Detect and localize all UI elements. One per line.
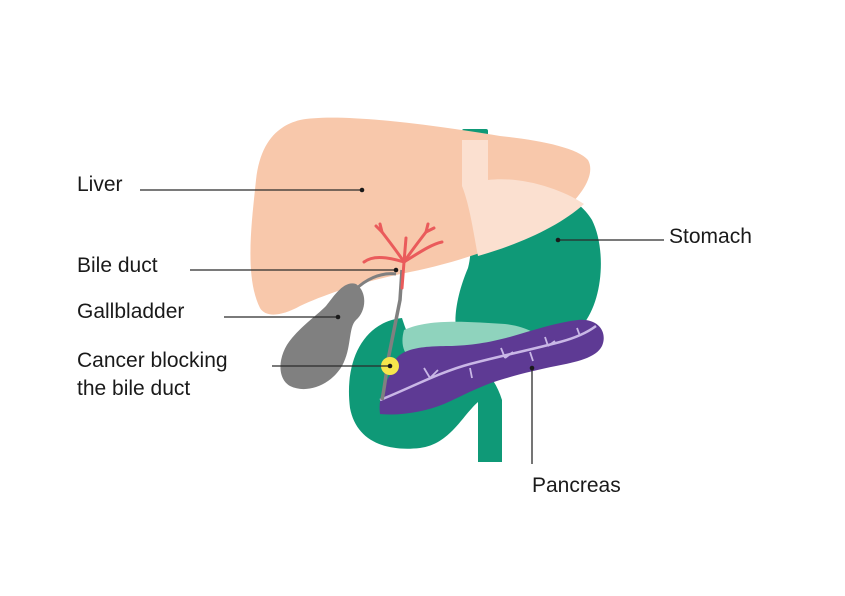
labels: Liver Bile duct Gallbladder Cancer block…: [77, 173, 752, 497]
gallbladder-shape: [280, 272, 397, 390]
pancreatic-duct-branches: [423, 327, 581, 379]
leader-lines: [140, 187, 664, 464]
pancreas-leader-dot: [529, 365, 535, 371]
label-cancer-line2: the bile duct: [77, 377, 190, 400]
gallbladder-body: [280, 283, 365, 390]
cancer-leader-dot: [387, 363, 393, 369]
hepatic-ducts: [362, 222, 444, 290]
label-stomach: Stomach: [669, 225, 752, 248]
liver-leader-dot: [359, 187, 365, 193]
label-gallbladder: Gallbladder: [77, 300, 184, 323]
liver-body: [250, 117, 591, 315]
pancreatic-duct: [379, 324, 597, 402]
liver-shape: [250, 117, 591, 315]
bile-duct-leader-dot: [393, 267, 399, 273]
gallbladder-leader-dot: [335, 314, 341, 320]
label-cancer-line1: Cancer blocking: [77, 349, 228, 372]
label-bile-duct: Bile duct: [77, 254, 158, 277]
liver-stomach-overlap: [462, 140, 584, 256]
stomach-leader-dot: [555, 237, 561, 243]
label-pancreas: Pancreas: [532, 474, 621, 497]
label-liver: Liver: [77, 173, 123, 196]
pancreas-shape: [379, 319, 604, 415]
